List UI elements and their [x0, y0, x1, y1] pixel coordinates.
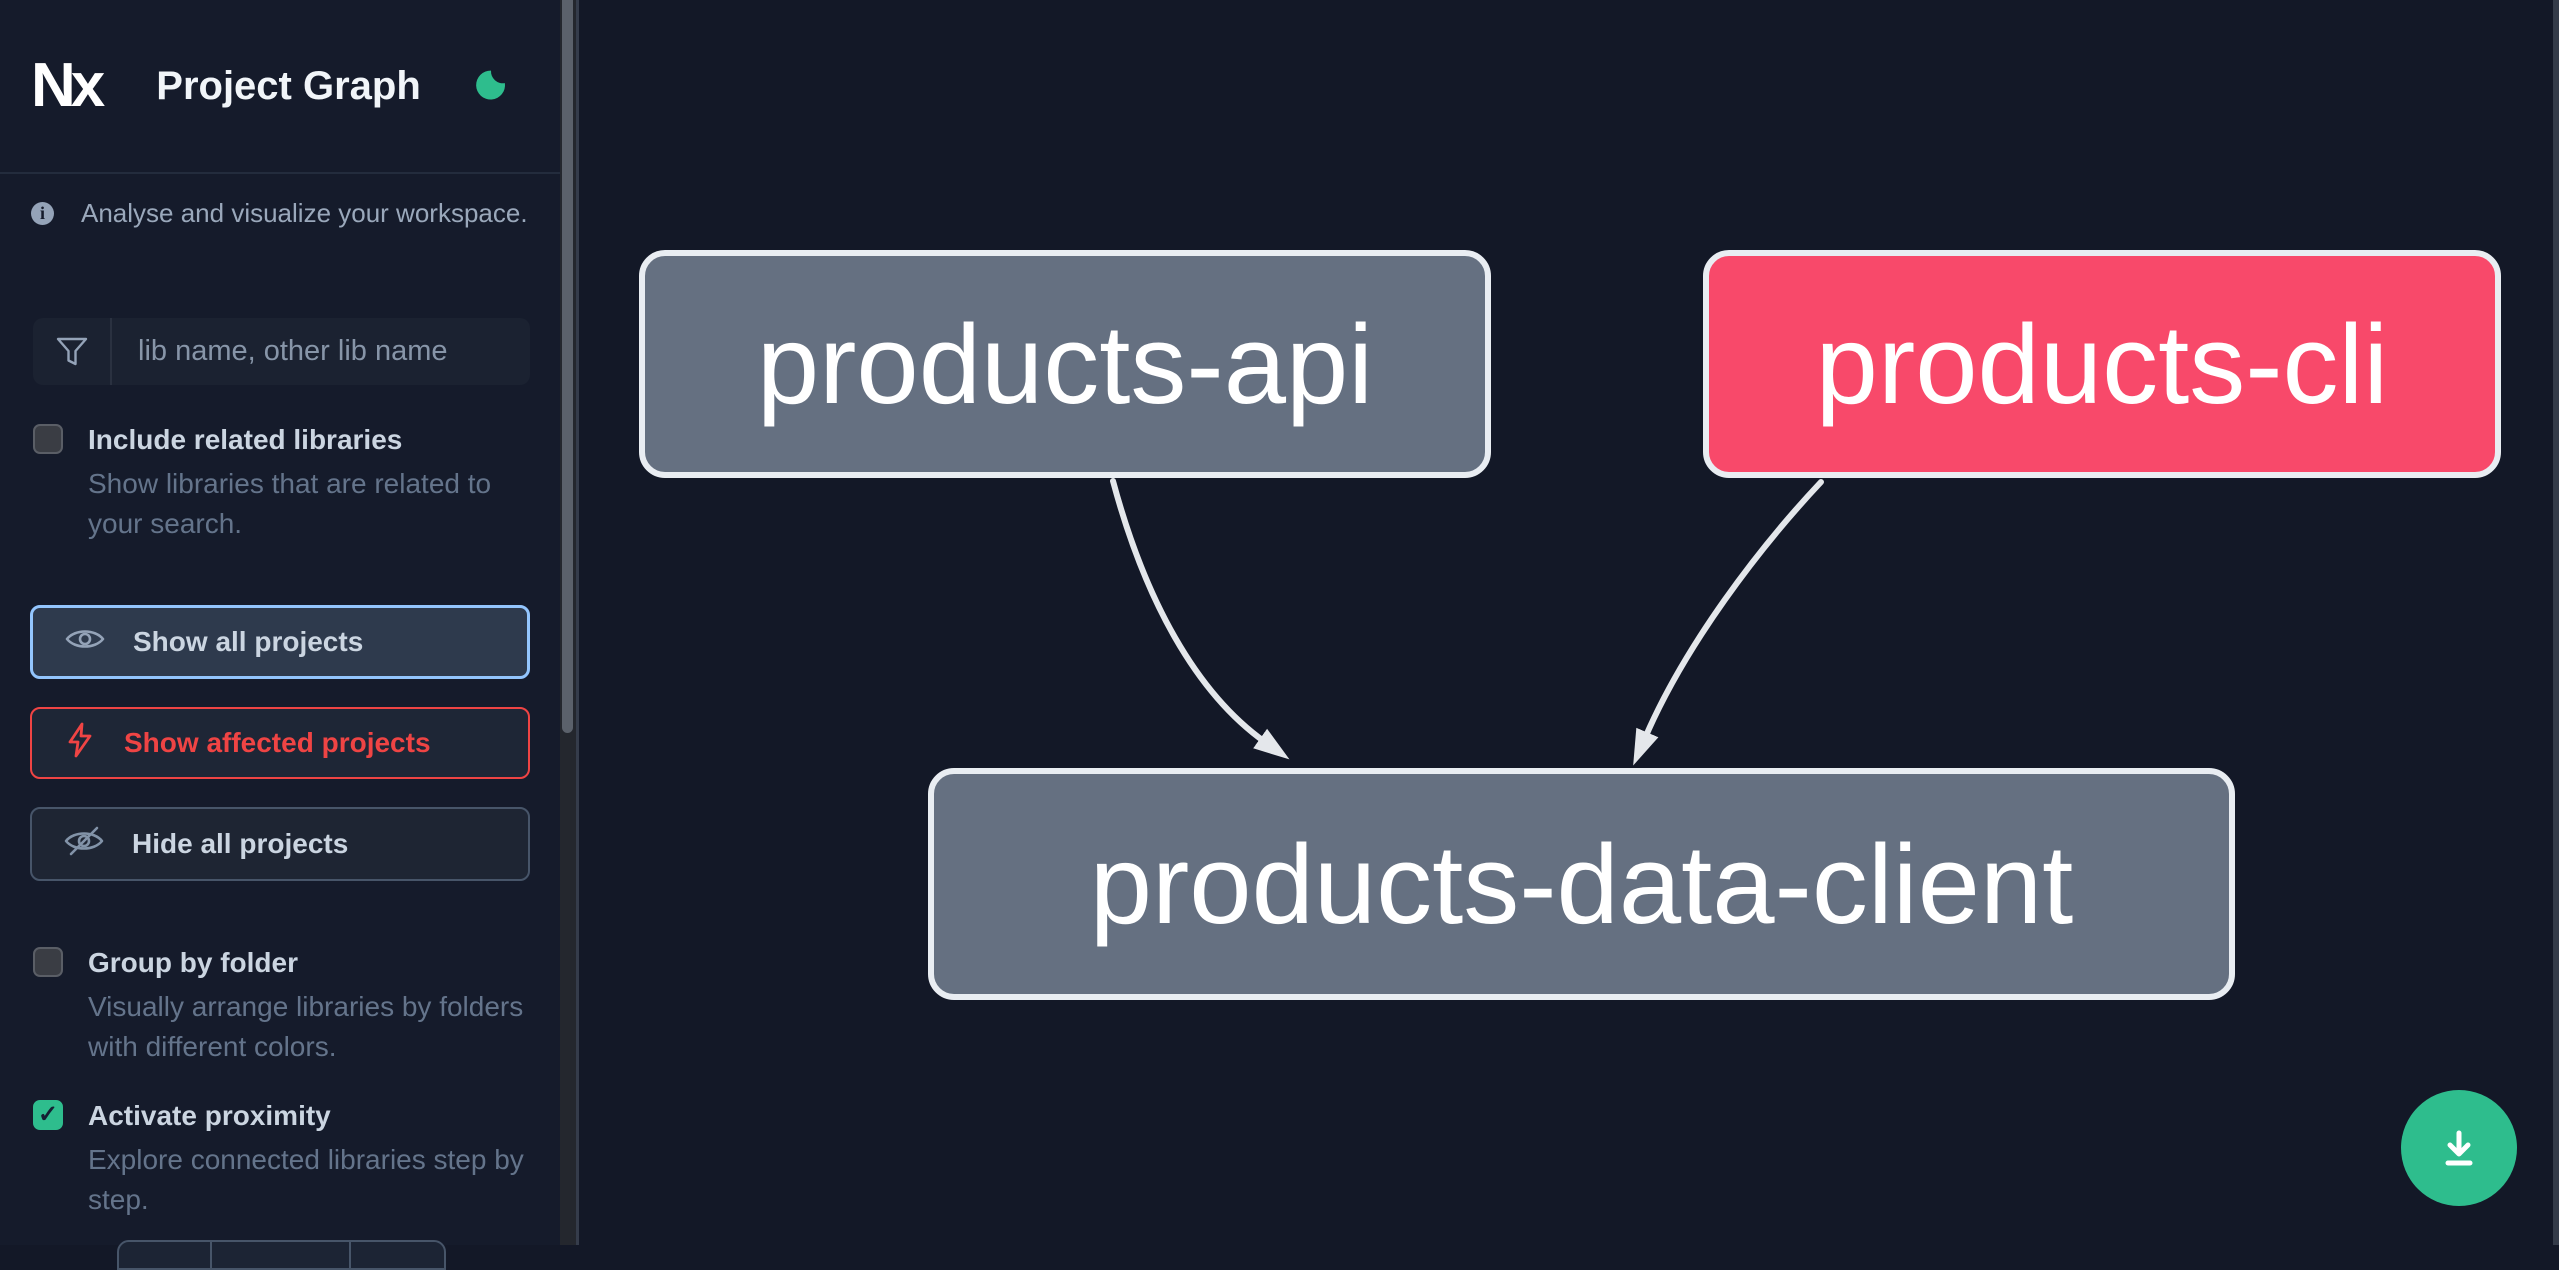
node-products-cli[interactable]: products-cli — [1703, 250, 2501, 478]
sidebar-scrollbar — [560, 0, 576, 1245]
window-edge — [2553, 0, 2559, 1245]
option-label: Include related libraries — [88, 424, 403, 455]
option-label: Group by folder — [88, 947, 298, 978]
node-products-data-client[interactable]: products-data-client — [928, 768, 2235, 1000]
node-label: products-data-client — [1089, 821, 2074, 947]
option-include-related: Include related libraries Show libraries… — [33, 424, 528, 544]
nx-logo: Nx — [31, 51, 105, 120]
eye-slash-icon — [64, 825, 104, 864]
workspace-info: i Analyse and visualize your workspace. — [31, 198, 528, 229]
download-image-button[interactable] — [2401, 1090, 2517, 1206]
page-title: Project Graph — [156, 63, 421, 108]
check-icon: ✓ — [37, 1101, 59, 1128]
option-activate-proximity: ✓ Activate proximity Explore connected l… — [33, 1100, 528, 1220]
option-group-by-folder: Group by folder Visually arrange librari… — [33, 947, 528, 1067]
theme-toggle-button[interactable] — [472, 66, 512, 106]
button-label: Show all projects — [133, 626, 364, 657]
stepper-increment-button[interactable] — [351, 1242, 444, 1268]
scrollbar-thumb[interactable] — [562, 0, 573, 733]
group-by-folder-checkbox[interactable] — [33, 947, 63, 977]
option-description: Explore connected libraries step by step… — [88, 1144, 524, 1215]
project-graph-canvas: products-api products-cli products-data-… — [576, 0, 2559, 1245]
node-label: products-api — [756, 301, 1374, 427]
edge-products-cli-to-data-client — [1633, 479, 1824, 766]
download-icon — [2433, 1121, 2485, 1176]
edge-products-api-to-data-client — [1110, 478, 1290, 760]
hide-all-projects-button[interactable]: Hide all projects — [30, 807, 530, 881]
filter-icon — [33, 318, 112, 385]
button-label: Show affected projects — [124, 727, 431, 758]
moon-icon — [472, 70, 512, 109]
info-text: Analyse and visualize your workspace. — [81, 198, 528, 228]
option-description: Visually arrange libraries by folders wi… — [88, 991, 524, 1062]
search-box — [33, 318, 530, 385]
button-label: Hide all projects — [132, 828, 349, 859]
show-all-projects-button[interactable]: Show all projects — [30, 605, 530, 679]
sidebar: Nx Project Graph i Analyse and visualize… — [0, 0, 560, 1270]
node-products-api[interactable]: products-api — [639, 250, 1491, 478]
sidebar-header: Nx Project Graph — [0, 0, 560, 174]
stepper-decrement-button[interactable] — [119, 1242, 212, 1268]
show-affected-projects-button[interactable]: Show affected projects — [30, 707, 530, 779]
search-input[interactable] — [112, 318, 530, 385]
node-label: products-cli — [1815, 301, 2389, 427]
stepper-value — [212, 1242, 351, 1268]
dependency-edges — [1110, 478, 1824, 766]
option-label: Activate proximity — [88, 1100, 331, 1131]
option-description: Show libraries that are related to your … — [88, 468, 492, 539]
lightning-bolt-icon — [64, 721, 96, 766]
eye-icon — [65, 625, 105, 660]
include-related-checkbox[interactable] — [33, 424, 63, 454]
info-icon: i — [31, 202, 54, 225]
activate-proximity-checkbox[interactable]: ✓ — [33, 1100, 63, 1130]
